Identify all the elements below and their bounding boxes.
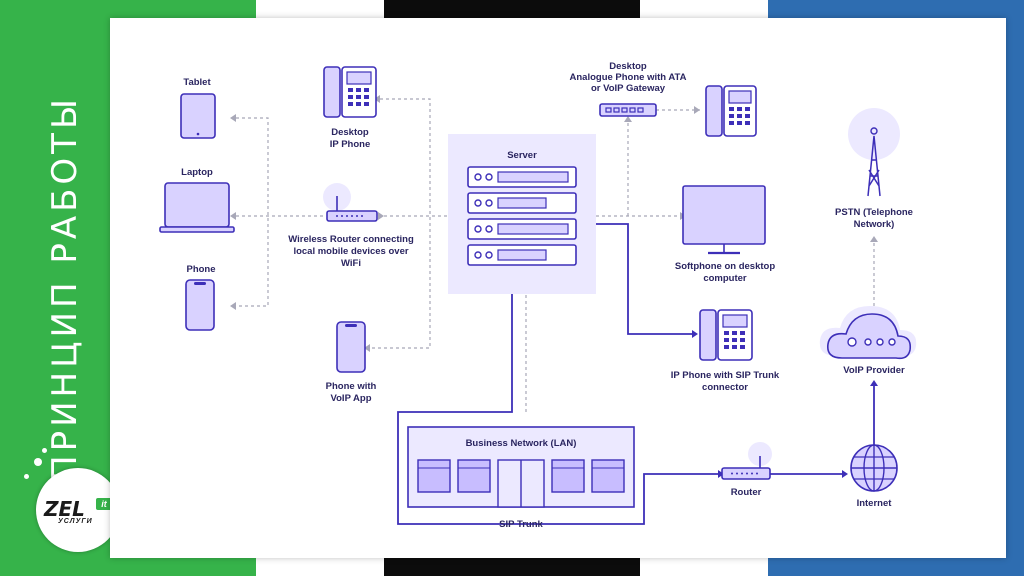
label-sip-trunk: SIP Trunk (499, 519, 543, 530)
analogue-phone-icon (705, 85, 757, 137)
business-lan-icon (407, 426, 635, 508)
arrowhead (694, 106, 700, 114)
pstn-tower-icon (848, 108, 900, 197)
arrowhead (230, 302, 236, 310)
edge-router-to-tablet-phone (236, 117, 269, 307)
decor-dot (42, 448, 47, 453)
arrowhead (870, 380, 878, 386)
label-pstn-1: PSTN (Telephone (835, 207, 913, 218)
arrowhead (230, 212, 236, 220)
laptop-icon (159, 182, 235, 233)
arrowhead (718, 470, 724, 478)
sip-ip-phone-icon (699, 309, 753, 361)
decor-dot (24, 474, 29, 479)
voip-provider-cloud-icon (819, 306, 917, 360)
arrowhead (364, 344, 370, 352)
label-tablet: Tablet (183, 77, 211, 88)
label-voip-app-2: VoIP App (331, 393, 372, 404)
voip-app-phone-icon (336, 321, 366, 373)
label-desktop-ip-phone-1: Desktop (331, 127, 369, 138)
arrowhead (624, 116, 632, 122)
brand-logo (36, 468, 120, 552)
label-sip-phone-1: IP Phone with SIP Trunk (671, 370, 780, 381)
label-analogue-3: or VoIP Gateway (591, 83, 666, 94)
arrowhead (842, 470, 848, 478)
label-sip-phone-2: connector (702, 382, 748, 393)
arrowhead (230, 114, 236, 122)
arrowhead (692, 330, 698, 338)
edge-server-to-sip-phone (578, 223, 696, 335)
server-icon (448, 134, 596, 294)
logo-tagline: УСЛУГИ (58, 518, 93, 525)
router-icon (721, 442, 772, 480)
label-pstn-2: Network) (854, 219, 895, 230)
label-router: Router (731, 487, 762, 498)
edge-sip-trunk (397, 276, 722, 525)
label-softphone-2: computer (703, 273, 747, 284)
label-wireless-router-2: local mobile devices over (293, 246, 408, 257)
logo-brand: ZEL (44, 497, 85, 521)
tablet-icon (180, 93, 216, 139)
decor-dot (34, 458, 42, 466)
label-server: Server (507, 150, 537, 161)
wireless-router-icon (323, 183, 378, 222)
label-internet: Internet (857, 498, 893, 509)
label-phone: Phone (186, 264, 215, 275)
label-wireless-router-3: WiFi (341, 258, 361, 269)
arrowhead (870, 236, 878, 242)
label-analogue-2: Analogue Phone with ATA (570, 72, 687, 83)
ata-gateway-icon (599, 103, 657, 117)
label-analogue-1: Desktop (609, 61, 647, 72)
softphone-monitor-icon (682, 185, 766, 255)
arrowhead (374, 95, 380, 103)
edge-ip-phone-voip-app (370, 98, 431, 349)
phone-icon (185, 279, 215, 331)
label-softphone-1: Softphone on desktop (675, 261, 775, 272)
desktop-ip-phone-icon (323, 66, 377, 118)
label-laptop: Laptop (181, 167, 213, 178)
label-desktop-ip-phone-2: IP Phone (330, 139, 370, 150)
arrowhead (378, 212, 384, 220)
logo-badge: it (96, 498, 112, 510)
label-voip-provider: VoIP Provider (843, 365, 905, 376)
label-business-network: Business Network (LAN) (466, 438, 577, 449)
label-wireless-router-1: Wireless Router connecting (288, 234, 414, 245)
internet-globe-icon (850, 444, 898, 492)
label-voip-app-1: Phone with (326, 381, 377, 392)
